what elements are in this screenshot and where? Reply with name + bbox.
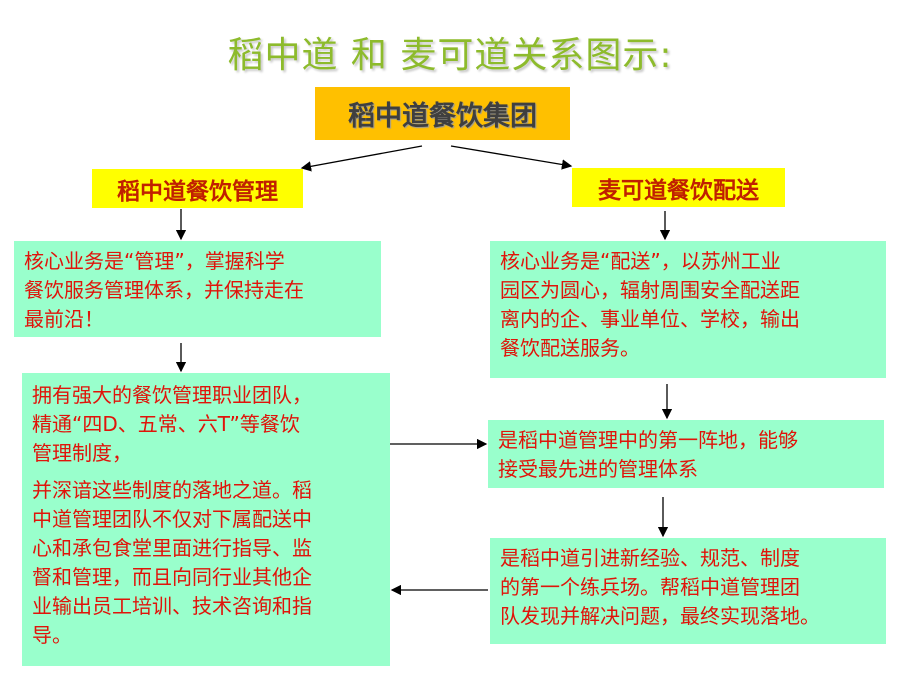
text-line: 并深谙这些制度的落地之道。稻 (32, 478, 312, 502)
training-ground-box: 是稻中道引进新经验、规范、制度 的第一个练兵场。帮稻中道管理团 队发现并解决问题… (490, 538, 886, 644)
text-line: 管理制度， (32, 441, 132, 465)
delivery-core-box: 核心业务是“配送”，以苏州工业 园区为圆心，辐射周围安全配送距 离内的企、事业单… (490, 241, 886, 378)
text-line: 餐饮配送服务。 (500, 336, 640, 360)
text-line: 精通“四D、五常、六T”等餐饮 (32, 412, 300, 436)
group-box: 稻中道餐饮集团 (315, 87, 570, 140)
text-line: 核心业务是“配送”，以苏州工业 (500, 249, 781, 273)
management-team-box: 拥有强大的餐饮管理职业团队， 精通“四D、五常、六T”等餐饮 管理制度， 并深谙… (22, 373, 390, 666)
text-line: 督和管理，而且向同行业其他企 (32, 565, 312, 589)
text-line: 接受最先进的管理体系 (498, 457, 698, 481)
delivery-header: 麦可道餐饮配送 (572, 168, 785, 207)
text-line: 是稻中道管理中的第一阵地，能够 (498, 428, 798, 452)
text-line: 最前沿！ (24, 307, 104, 331)
text-line: 中道管理团队不仅对下属配送中 (32, 507, 312, 531)
text-line: 核心业务是“管理”，掌握科学 (24, 249, 285, 273)
first-front-box: 是稻中道管理中的第一阵地，能够 接受最先进的管理体系 (488, 420, 884, 488)
text-line: 园区为圆心，辐射周围安全配送距 (500, 278, 800, 302)
management-core-box: 核心业务是“管理”，掌握科学 餐饮服务管理体系，并保持走在 最前沿！ (14, 241, 381, 337)
text-line: 拥有强大的餐饮管理职业团队， (32, 383, 312, 407)
text-line: 离内的企、事业单位、学校，输出 (500, 307, 800, 331)
text-line: 心和承包食堂里面进行指导、监 (32, 536, 312, 560)
text-line: 业输出员工培训、技术咨询和指 (32, 594, 312, 618)
arrow (300, 145, 423, 172)
text-line: 的第一个练兵场。帮稻中道管理团 (500, 575, 800, 599)
arrow (450, 145, 573, 170)
text-line: 队发现并解决问题，最终实现落地。 (500, 604, 820, 628)
text-line: 导。 (32, 623, 72, 647)
text-line: 餐饮服务管理体系，并保持走在 (24, 278, 304, 302)
text-line: 是稻中道引进新经验、规范、制度 (500, 546, 800, 570)
slide-title: 稻中道 和 麦可道关系图示: (227, 35, 673, 76)
management-header: 稻中道餐饮管理 (92, 169, 303, 208)
